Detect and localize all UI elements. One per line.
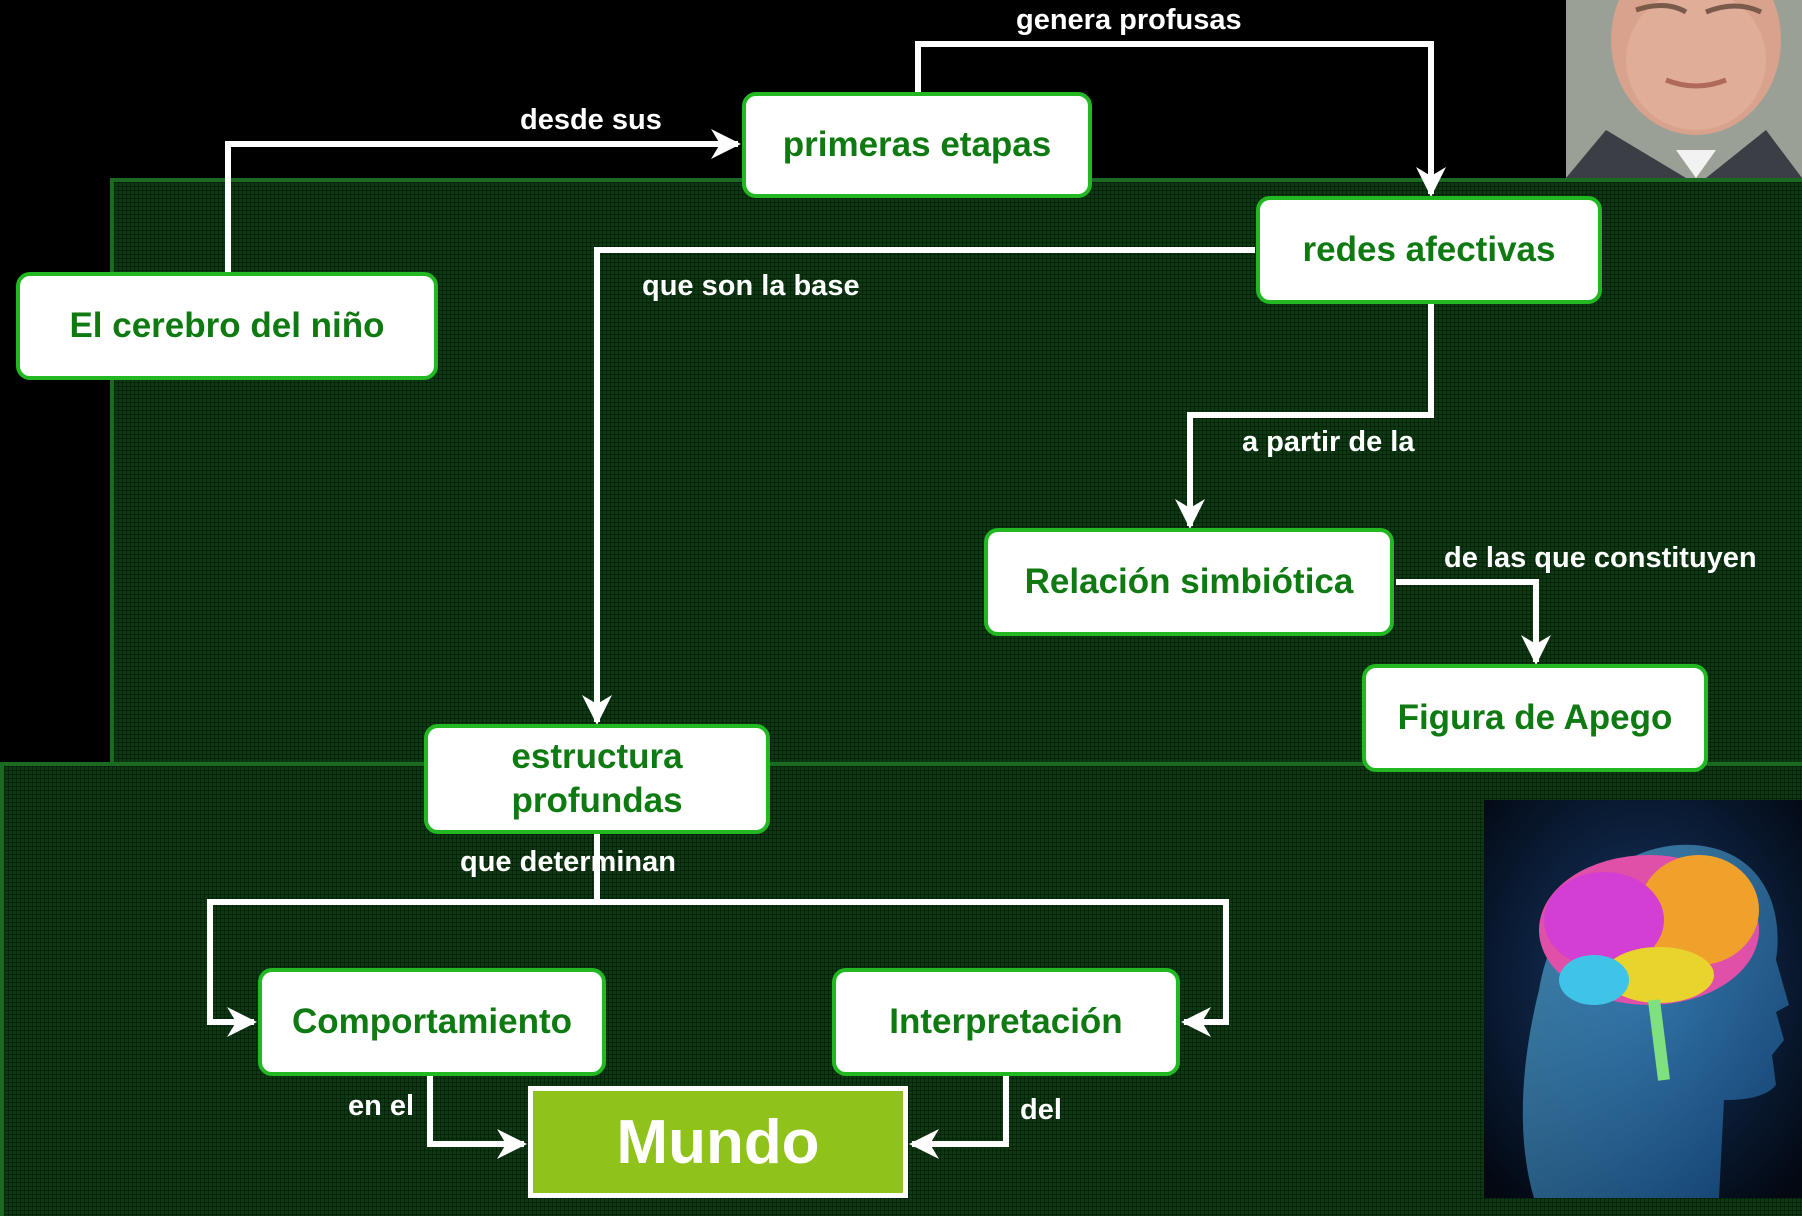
node-estructura-line2: profundas [511, 781, 683, 820]
edge-relacion-apego [1396, 579, 1551, 665]
label-que-determinan: que determinan [460, 846, 676, 878]
label-de-las-que-constituyen: de las que constituyen [1444, 542, 1757, 574]
node-redes-afectivas: redes afectivas [1256, 196, 1602, 304]
brain-illustration [1484, 800, 1802, 1198]
node-cerebro-del-nino: El cerebro del niño [16, 272, 438, 380]
edge-redes-relacion [1175, 302, 1434, 529]
node-comportamiento-text: Comportamiento [292, 1002, 572, 1042]
label-genera-profusas: genera profusas [1016, 4, 1242, 36]
node-estructura-profundas: estructura profundas [424, 724, 770, 834]
node-primeras-etapas: primeras etapas [742, 92, 1092, 198]
node-interpretacion: Interpretación [832, 968, 1180, 1076]
portrait-photo [1566, 0, 1802, 178]
node-estructura-line1: estructura [511, 737, 683, 777]
edge-to-interpretacion [597, 899, 1229, 1037]
node-interpretacion-text: Interpretación [889, 1002, 1123, 1042]
edge-cerebro-primeras [225, 129, 741, 272]
node-apego-text: Figura de Apego [1397, 698, 1673, 738]
node-figura-de-apego: Figura de Apego [1362, 664, 1708, 772]
node-mundo-text: Mundo [616, 1107, 820, 1177]
label-desde-sus: desde sus [520, 104, 662, 136]
node-primeras-text: primeras etapas [782, 125, 1052, 165]
label-del: del [1020, 1094, 1062, 1126]
edge-interpretacion-mundo [909, 1076, 1009, 1159]
label-que-son-la-base: que son la base [642, 270, 860, 302]
label-en-el: en el [348, 1090, 415, 1122]
node-redes-text: redes afectivas [1302, 230, 1556, 270]
node-mundo: Mundo [528, 1086, 908, 1198]
edge-comportamiento-mundo [427, 1076, 527, 1159]
edge-to-comportamiento [207, 899, 597, 1037]
node-cerebro-text: El cerebro del niño [69, 306, 385, 346]
node-relacion-text: Relación simbiótica [1024, 562, 1354, 602]
edge-redes-estructura [582, 247, 1255, 725]
node-comportamiento: Comportamiento [258, 968, 606, 1076]
node-relacion-simbiotica: Relación simbiótica [984, 528, 1394, 636]
edge-primeras-redes [915, 41, 1446, 197]
label-a-partir-de-la: a partir de la [1242, 426, 1415, 458]
